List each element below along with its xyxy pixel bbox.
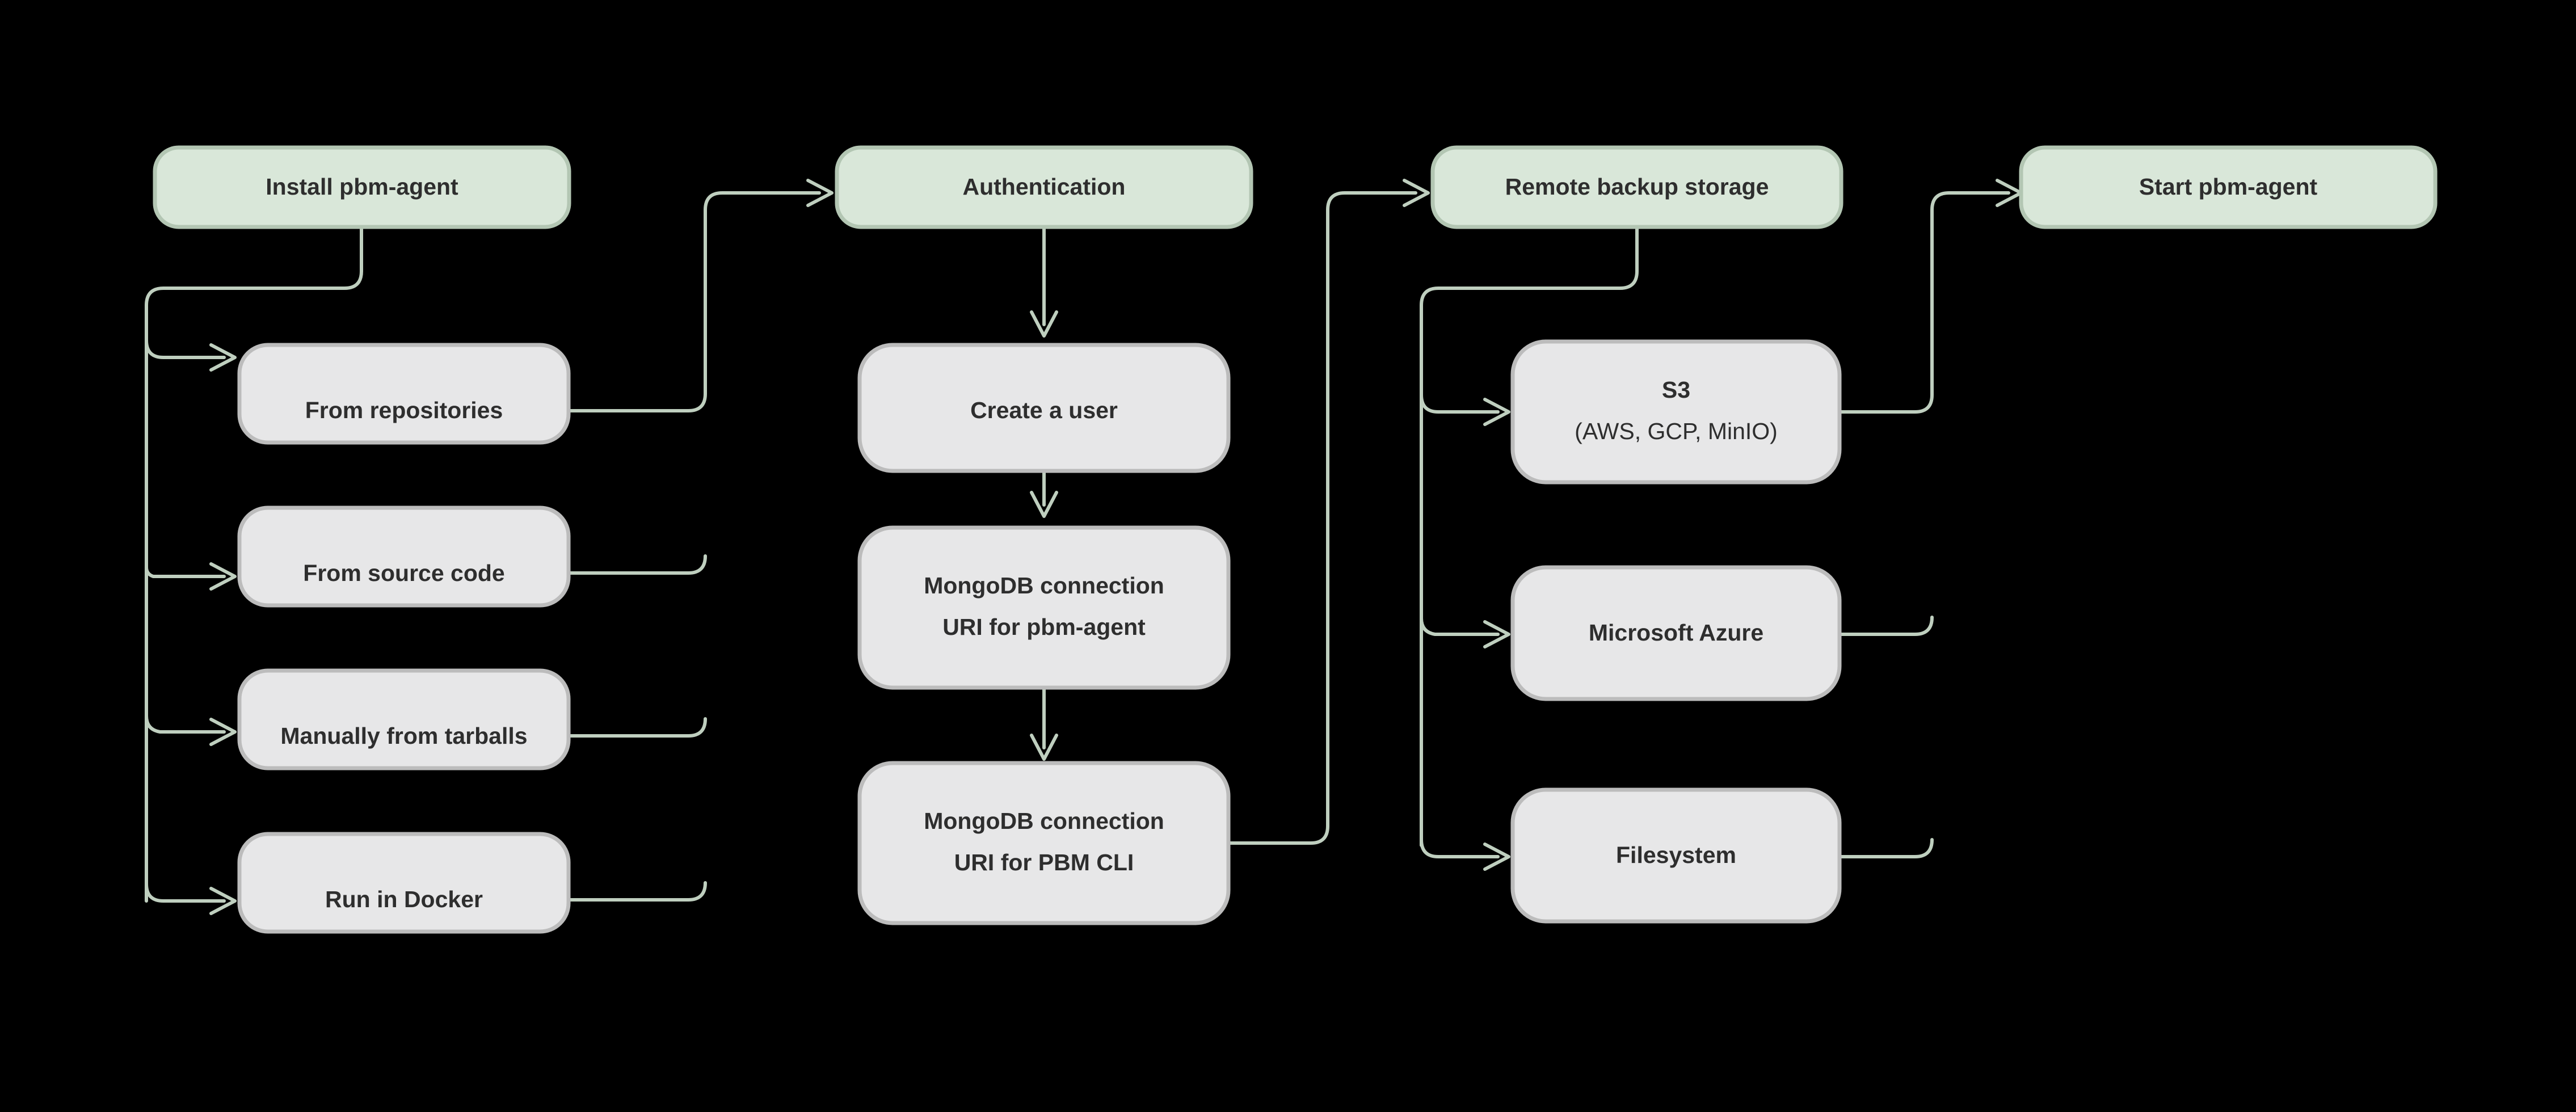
node-remote-backup-storage-label: Remote backup storage: [1505, 174, 1769, 200]
edge-source-merge: [566, 554, 707, 575]
node-authentication[interactable]: Authentication: [835, 145, 1253, 229]
node-remote-backup-storage-shape[interactable]: [1430, 145, 1843, 229]
node-s3-label-line1: S3: [1662, 377, 1690, 403]
edge-storage-s3: [1420, 393, 1500, 414]
node-install-pbm-agent-shape[interactable]: [153, 145, 571, 229]
node-mongodb-uri-pbm-agent[interactable]: MongoDB connection URI for pbm-agent: [857, 525, 1231, 690]
node-from-source-code-label: From source code: [303, 560, 504, 586]
node-layer: Install pbm-agent From repositories From…: [153, 145, 2438, 934]
node-from-source-code[interactable]: From source code: [237, 506, 571, 608]
arrow-install-tarballs: [209, 718, 237, 746]
edge-layer: [145, 179, 2023, 915]
node-from-source-code-shape[interactable]: [237, 506, 571, 608]
node-s3[interactable]: S3 (AWS, GCP, MinIO): [1510, 339, 1842, 485]
node-from-repositories-label: From repositories: [305, 397, 503, 423]
arrow-auth-createuser: [1030, 310, 1058, 338]
node-install-pbm-agent[interactable]: Install pbm-agent: [153, 145, 571, 229]
edge-fs-merge: [1838, 838, 1934, 858]
node-mongodb-uri-pbm-agent-line1: MongoDB connection: [924, 572, 1164, 599]
edge-install-trunk: [145, 225, 363, 903]
edge-storage-trunk: [1420, 225, 1639, 847]
node-microsoft-azure[interactable]: Microsoft Azure: [1510, 565, 1842, 701]
edge-uricli-storage: [1227, 191, 1417, 845]
node-s3-shape[interactable]: [1510, 339, 1842, 485]
arrow-storage-fs: [1483, 843, 1510, 871]
node-install-pbm-agent-label: Install pbm-agent: [266, 174, 458, 200]
node-create-a-user[interactable]: Create a user: [857, 343, 1231, 473]
node-mongodb-uri-pbm-agent-line2: URI for pbm-agent: [942, 614, 1146, 640]
node-filesystem-shape[interactable]: [1510, 787, 1842, 924]
node-manually-from-tarballs[interactable]: Manually from tarballs: [237, 668, 571, 770]
arrow-storage-s3: [1483, 398, 1510, 426]
node-microsoft-azure-shape[interactable]: [1510, 565, 1842, 701]
node-filesystem[interactable]: Filesystem: [1510, 787, 1842, 924]
node-manually-from-tarballs-shape[interactable]: [237, 668, 571, 770]
node-mongodb-uri-pbm-agent-shape[interactable]: [857, 525, 1231, 690]
arrow-install-source: [209, 562, 237, 591]
node-create-a-user-shape[interactable]: [857, 343, 1231, 473]
arrow-uricli-storage: [1403, 179, 1430, 207]
node-s3-label-line2: (AWS, GCP, MinIO): [1575, 418, 1778, 444]
edge-tarballs-merge: [566, 717, 707, 738]
node-authentication-shape[interactable]: [835, 145, 1253, 229]
node-from-repositories[interactable]: From repositories: [237, 343, 571, 445]
node-manually-from-tarballs-label: Manually from tarballs: [280, 723, 527, 749]
node-mongodb-uri-pbm-cli-shape[interactable]: [857, 761, 1231, 925]
node-run-in-docker[interactable]: Run in Docker: [237, 832, 571, 934]
node-microsoft-azure-label: Microsoft Azure: [1589, 620, 1763, 646]
edge-docker-merge: [566, 881, 707, 902]
arrow-merge-auth: [806, 179, 834, 207]
edge-storage-azure: [1420, 617, 1500, 636]
node-mongodb-uri-pbm-cli-line1: MongoDB connection: [924, 808, 1164, 834]
edge-install-source: [145, 566, 226, 578]
edge-s3-merge: [1838, 191, 2010, 414]
edge-repos-merge: [566, 191, 821, 412]
arrow-uriagent-uricli: [1030, 734, 1058, 761]
node-start-pbm-agent-label: Start pbm-agent: [2139, 174, 2318, 200]
arrow-install-docker: [209, 887, 237, 915]
arrow-install-repos: [209, 343, 237, 372]
node-mongodb-uri-pbm-cli[interactable]: MongoDB connection URI for PBM CLI: [857, 761, 1231, 925]
edge-install-docker: [145, 882, 226, 903]
node-run-in-docker-label: Run in Docker: [325, 886, 483, 912]
arrow-createuser-uriagent: [1030, 491, 1058, 518]
node-mongodb-uri-pbm-cli-line2: URI for PBM CLI: [954, 849, 1134, 875]
node-from-repositories-shape[interactable]: [237, 343, 571, 445]
node-start-pbm-agent[interactable]: Start pbm-agent: [2019, 145, 2438, 229]
node-filesystem-label: Filesystem: [1616, 842, 1736, 868]
edge-install-repos: [145, 339, 226, 359]
edge-install-tarballs: [145, 714, 226, 734]
arrow-storage-azure: [1483, 620, 1510, 648]
edge-azure-merge: [1838, 616, 1934, 636]
edge-storage-fs: [1420, 838, 1500, 858]
node-remote-backup-storage[interactable]: Remote backup storage: [1430, 145, 1843, 229]
node-start-pbm-agent-shape[interactable]: [2019, 145, 2438, 229]
node-create-a-user-label: Create a user: [970, 397, 1118, 423]
node-authentication-label: Authentication: [963, 174, 1126, 200]
node-run-in-docker-shape[interactable]: [237, 832, 571, 934]
